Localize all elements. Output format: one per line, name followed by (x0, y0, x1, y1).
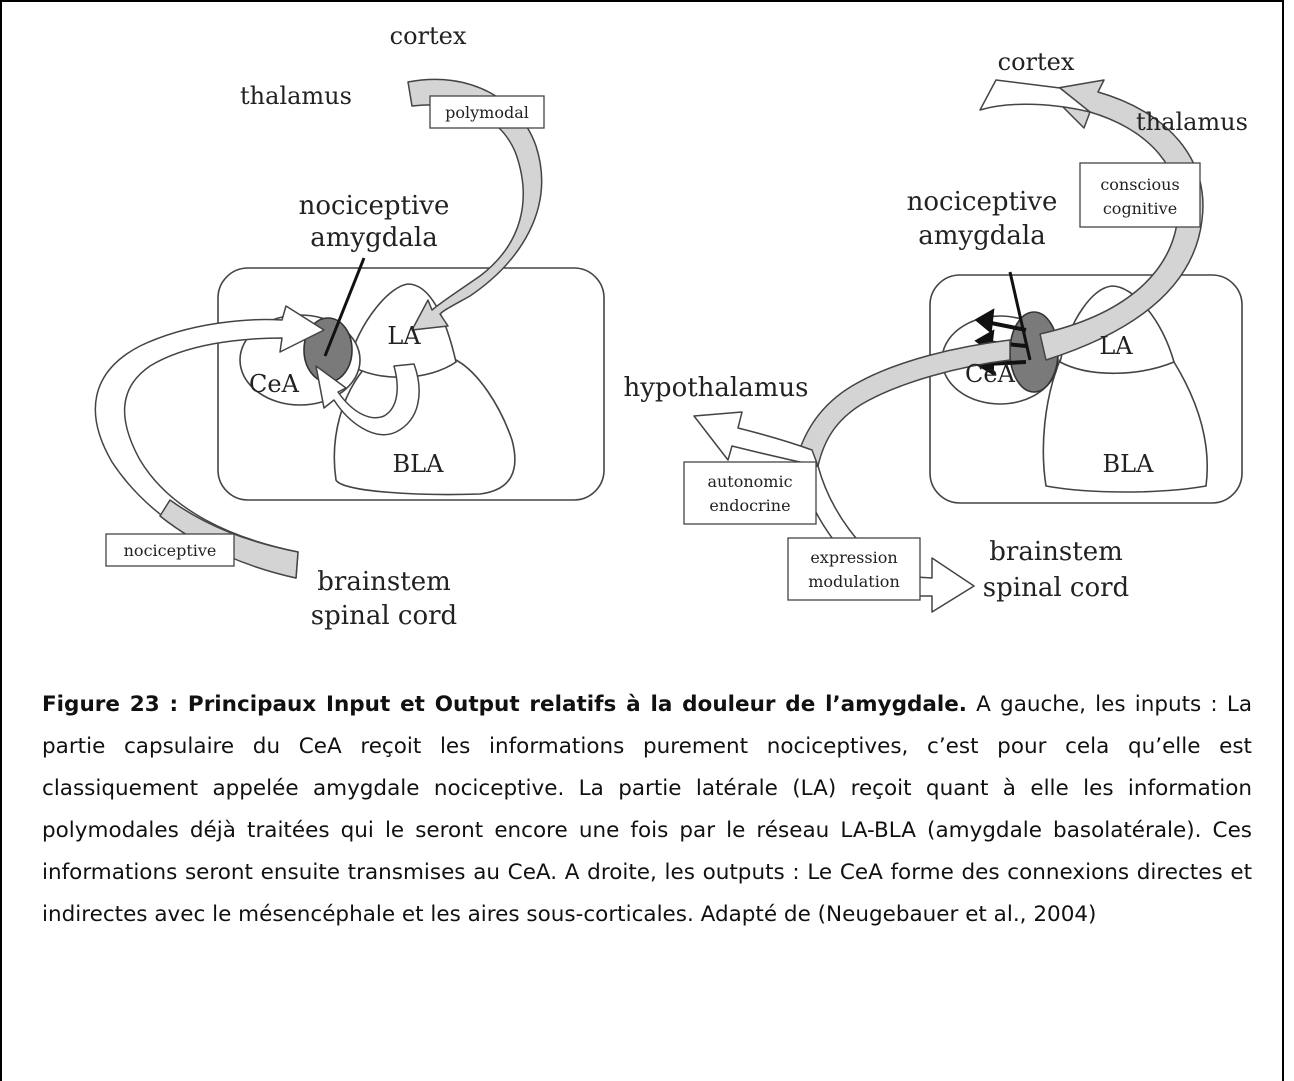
right-conscious-cognitive-box (1079, 162, 1201, 228)
left-nociceptive-amygdala-label-2: amygdala (310, 223, 437, 253)
left-nociceptive-box (105, 533, 235, 567)
left-nociceptive-amygdala-label-1: nociceptive (299, 191, 450, 221)
right-autonomic-label: autonomic (707, 472, 792, 491)
left-la-label: LA (387, 322, 421, 350)
left-polymodal-box (429, 95, 545, 129)
figure-caption: Figure 23 : Principaux Input et Output r… (42, 684, 1252, 936)
right-modulation-label: modulation (808, 572, 900, 591)
right-spinal-cord-label: spinal cord (983, 573, 1129, 603)
left-amygdala-box (217, 267, 605, 501)
left-panel-inputs: polymodal nociceptive cortex thalamus no… (94, 22, 605, 631)
left-pointer-line (323, 257, 366, 357)
left-thalamus-label: thalamus (240, 82, 352, 110)
right-la-label: LA (1099, 332, 1133, 360)
right-autonomic-endocrine-box (683, 461, 817, 525)
left-cortex-label: cortex (390, 22, 467, 50)
right-bla-label: BLA (1103, 450, 1155, 478)
right-downstream-arrow (795, 339, 1011, 467)
left-polymodal-label: polymodal (445, 103, 529, 122)
left-spinal-cord-label: spinal cord (311, 601, 457, 631)
right-conscious-label: conscious (1100, 175, 1179, 194)
left-cea-label: CeA (249, 370, 300, 398)
right-cortex-label: cortex (998, 48, 1075, 76)
right-brainstem-label: brainstem (989, 537, 1122, 567)
caption-body: A gauche, les inputs : La partie capsula… (42, 692, 1253, 927)
left-la-to-cea-arrow (315, 363, 420, 436)
left-nociceptive-box-label: nociceptive (124, 541, 217, 560)
right-hypothalamus-arrow (693, 411, 819, 467)
caption-title: Figure 23 : Principaux Input et Output r… (42, 692, 967, 717)
right-nociceptive-amygdala-label-1: nociceptive (907, 187, 1058, 217)
right-cognitive-label: cognitive (1103, 199, 1177, 218)
right-hypothalamus-label: hypothalamus (624, 373, 809, 403)
right-expression-modulation-box (787, 537, 921, 601)
right-nociceptive-amygdala-label-2: amygdala (918, 221, 1045, 251)
left-bla-label: BLA (393, 450, 445, 478)
right-cortex-arrow-head (979, 79, 1091, 113)
right-panel-outputs: conscious cognitive autonomic endocrine … (624, 48, 1248, 613)
left-polymodal-arrow (407, 78, 543, 331)
right-expression-label: expression (810, 548, 897, 567)
right-cognitive-arrow (1039, 79, 1204, 361)
right-pointer-line (1008, 271, 1032, 361)
right-endocrine-label: endocrine (709, 496, 790, 515)
left-brainstem-label: brainstem (317, 567, 450, 597)
right-cea-label: CeA (965, 360, 1016, 388)
right-amygdala-box (929, 274, 1243, 504)
right-thalamus-label: thalamus (1136, 108, 1248, 136)
amygdala-pain-diagram: polymodal nociceptive cortex thalamus no… (94, 22, 1248, 631)
